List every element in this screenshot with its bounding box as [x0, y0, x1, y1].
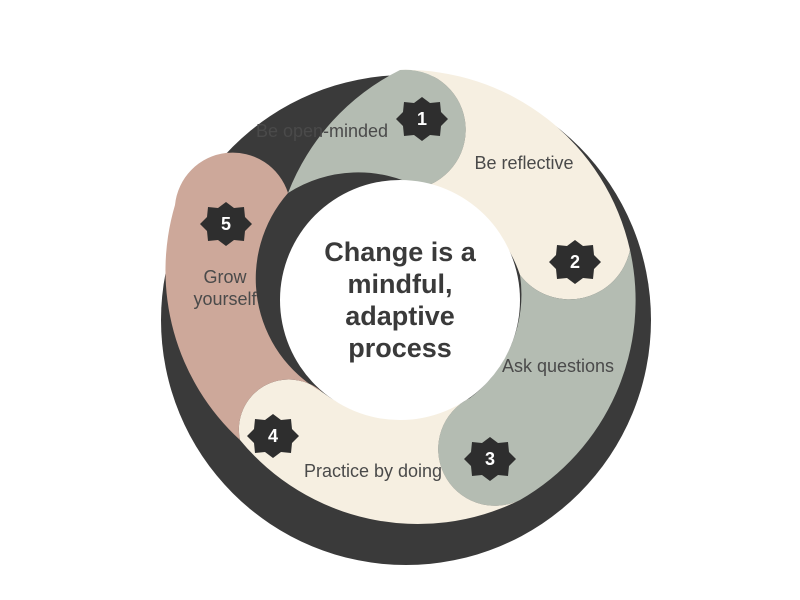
step-number-3: 3 — [484, 449, 495, 469]
step-label-grow-yourself: Grow yourself — [193, 267, 257, 309]
step-label-ask-questions: Ask questions — [501, 356, 615, 376]
badge-1-shape — [396, 97, 448, 141]
step-number-2: 2 — [569, 252, 580, 272]
center-circle — [280, 180, 520, 420]
step-label-be-reflective: Be reflective — [474, 153, 574, 173]
step-number-5: 5 — [220, 214, 231, 234]
badge-3-shape — [464, 437, 516, 481]
badge-4-shape — [247, 414, 299, 458]
step-number-1: 1 — [416, 109, 427, 129]
step-label-practice-by-doing: Practice by doing — [303, 461, 443, 481]
step-number-4: 4 — [267, 426, 278, 446]
badge-5-shape — [200, 202, 252, 246]
badge-2-shape — [549, 240, 601, 284]
step-label-be-open-minded: Be open-minded — [255, 121, 389, 141]
segment-practice-by-doing — [238, 379, 520, 524]
center-title: Change is a mindful, adaptive process — [324, 237, 476, 363]
